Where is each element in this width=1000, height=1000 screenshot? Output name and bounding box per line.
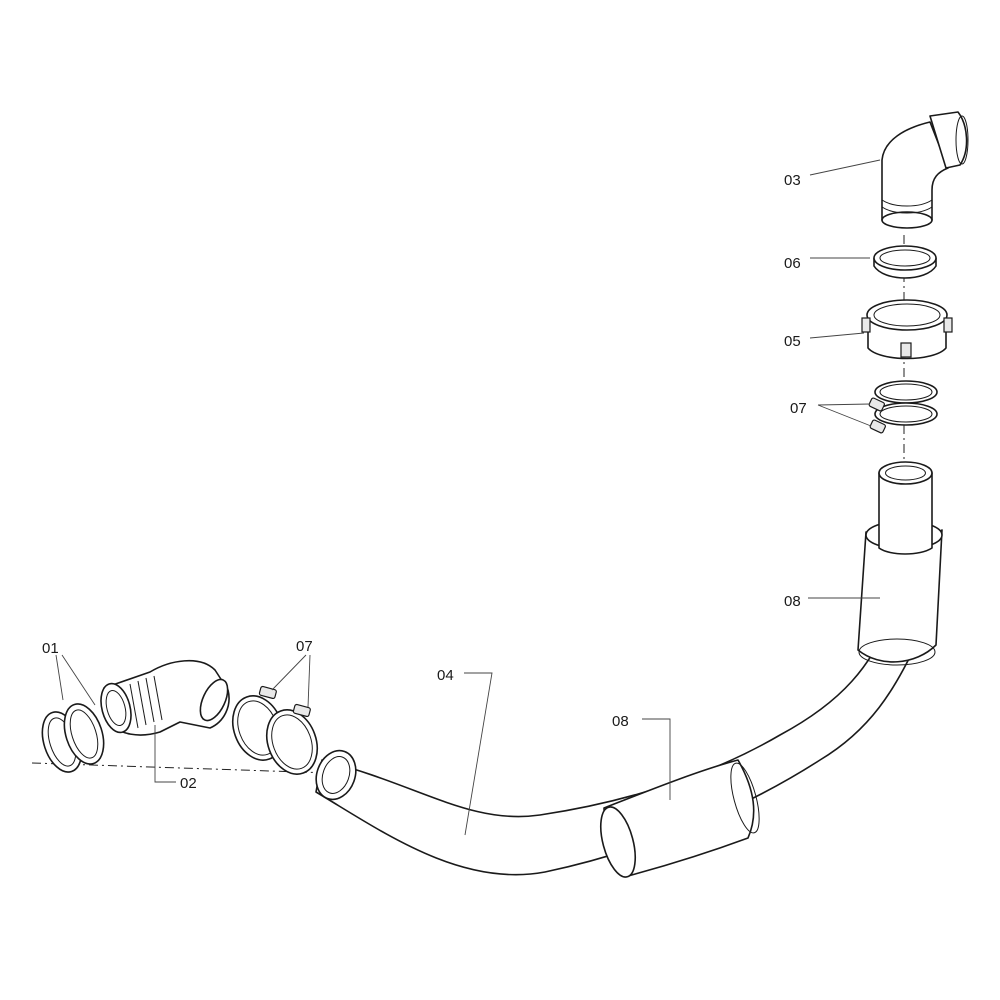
threaded-elbow-02 [100,659,230,736]
union-nut-05 [861,299,953,360]
elbow-03 [881,111,969,229]
o-rings-01 [41,703,105,773]
callout-04: 04 [437,667,454,684]
callout-06: 06 [784,255,801,272]
callout-07-left: 07 [296,638,313,655]
leader-lines [55,159,881,836]
callout-03: 03 [784,172,801,189]
callout-01: 01 [42,640,59,657]
callout-05: 05 [784,333,801,350]
callout-02: 02 [180,775,197,792]
callout-07-right: 07 [790,400,807,417]
sleeve-08-lower [599,759,760,878]
callout-08-lower: 08 [612,713,629,730]
hose-04-upper-end [878,461,933,555]
clamps-07-right [868,380,938,434]
washer-ring-06 [873,245,937,279]
clamps-07-left [231,685,319,775]
callout-08-upper: 08 [784,593,801,610]
center-axis-left [31,762,331,774]
